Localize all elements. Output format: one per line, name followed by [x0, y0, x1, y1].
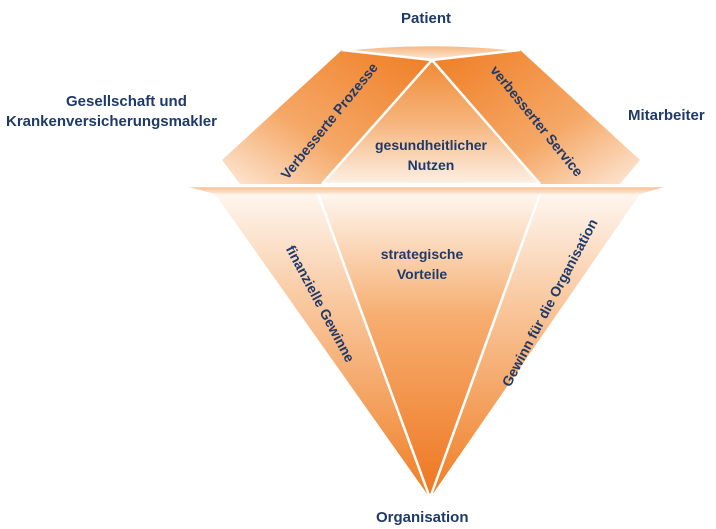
label-left-line2: Krankenversicherungsmakler [6, 113, 217, 130]
facet-lower-center-label-1: strategische [381, 246, 464, 262]
label-bottom: Organisation [376, 509, 469, 526]
facet-lower-center-label-2: Vorteile [397, 266, 448, 282]
label-left-line1: Gesellschaft und [66, 93, 187, 110]
label-top: Patient [401, 10, 452, 27]
facet-lower-center [318, 194, 540, 498]
facet-edges [185, 43, 668, 499]
facet-upper-left [222, 50, 432, 184]
facet-center-top-label-1: gesundheitlicher [375, 137, 488, 153]
label-right: Mitarbeiter [628, 107, 705, 124]
facet-upper-center [322, 60, 540, 184]
facet-lower-left [215, 194, 430, 498]
girdle [185, 186, 668, 194]
facet-lower-right [430, 194, 640, 498]
facet-upper-right [432, 50, 640, 184]
crown-table [342, 45, 520, 60]
facet-center-top-label-2: Nutzen [408, 157, 455, 173]
